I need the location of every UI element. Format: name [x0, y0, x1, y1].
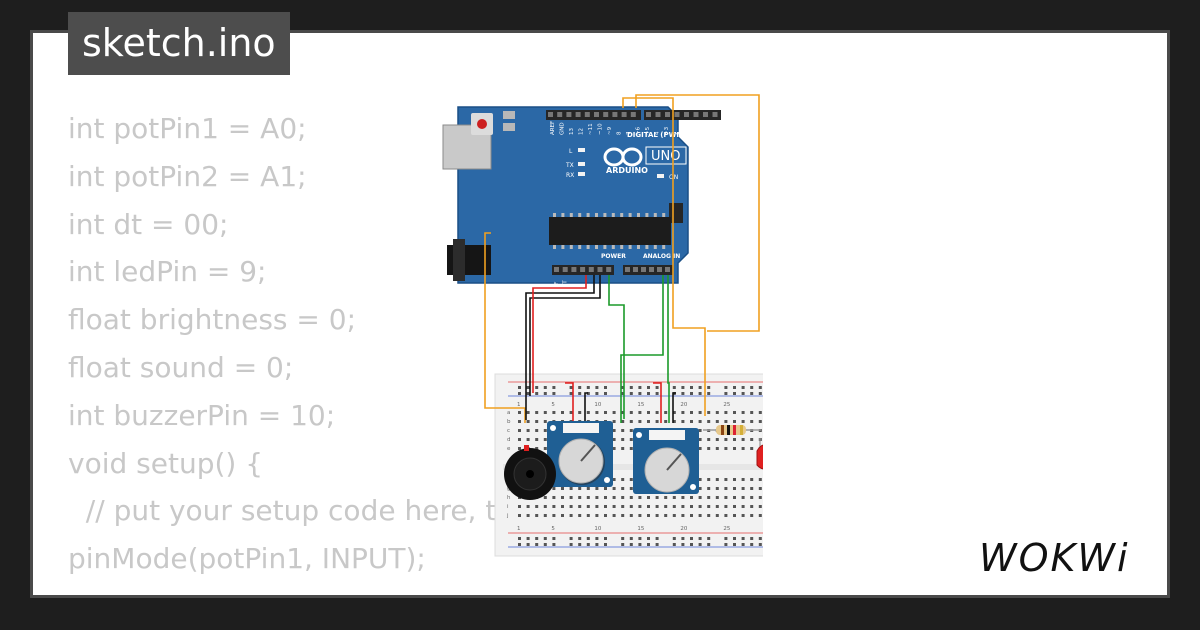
pin-label: A1	[633, 291, 639, 298]
breadboard-row-label: g	[507, 486, 511, 492]
pin-label: GND	[589, 285, 595, 298]
breadboard-column-label: 10	[594, 402, 601, 408]
pin-label: AREF	[550, 121, 556, 135]
digital-pwm-label: DIGITAL (PWM ~)	[627, 131, 695, 139]
breadboard-row-label: c	[507, 428, 510, 434]
red-led	[756, 438, 763, 470]
code-line: int potPin2 = A1;	[68, 159, 307, 193]
board-model-label: UNO	[651, 149, 680, 164]
breadboard-column-label: 20	[680, 526, 687, 532]
breadboard-column-label: 5	[551, 402, 555, 408]
code-line: int dt = 00;	[68, 207, 229, 241]
pin-label: 2	[674, 132, 680, 136]
wokwi-logo: WOKWi	[979, 536, 1130, 580]
wire-pin10-buzzer-b	[484, 232, 526, 423]
breadboard-column-label: 25	[723, 526, 730, 532]
wire-5v	[532, 275, 587, 393]
pin-label: A4	[657, 290, 663, 298]
pin-label: ~10	[598, 123, 604, 135]
led-tx-label: TX	[565, 162, 574, 169]
code-line: float brightness = 0;	[68, 303, 357, 337]
breadboard-column-label: 5	[551, 526, 555, 532]
pin-label: 8	[617, 131, 623, 135]
breadboard-row-label: j	[506, 513, 509, 519]
wire-pin10-buzzer-a	[635, 94, 760, 332]
code-line: void setup() {	[68, 446, 264, 480]
resistor	[703, 425, 761, 435]
file-title-badge: sketch.ino	[68, 12, 290, 75]
potentiometer-2[interactable]	[633, 428, 699, 494]
arduino-infinity-logo	[603, 147, 643, 167]
pin-label: RESET	[563, 280, 569, 298]
power-label: POWER	[601, 253, 626, 260]
analog-header	[623, 265, 673, 275]
atmega-chip	[549, 217, 671, 245]
pin-label: ~9	[607, 126, 613, 135]
led-l-label: L	[569, 148, 573, 155]
wire-a0	[608, 275, 625, 419]
pin-label: ~3	[664, 126, 670, 135]
pin-label: ~11	[588, 123, 594, 135]
breadboard-column-label: 15	[637, 526, 644, 532]
code-line: int ledPin = 9;	[68, 255, 267, 289]
pin-label: A3	[649, 290, 655, 298]
pin-label: IOREF	[554, 282, 560, 298]
breadboard-column-label: 1	[517, 402, 521, 408]
pin-label: 12	[579, 128, 585, 135]
pin-label: 13	[569, 128, 575, 135]
pin-label: TX 1	[683, 123, 689, 136]
arduino-brand-label: ARDUINO	[606, 166, 648, 175]
digital-header-left	[546, 110, 641, 120]
wokwi-logo-text: WOKWi	[979, 536, 1130, 580]
code-line: float sound = 0;	[68, 350, 294, 384]
digital-header-right	[644, 110, 721, 120]
pin-label: 4	[655, 131, 661, 135]
code-line: pinMode(potPin1, INPUT);	[68, 542, 426, 576]
led-l	[578, 148, 585, 152]
led-on	[657, 174, 664, 178]
breadboard-row-label: a	[507, 410, 510, 416]
pin-label: A2	[641, 291, 647, 298]
breadboard-column-label: 10	[594, 526, 601, 532]
wire-a1	[667, 275, 670, 423]
breadboard-column-label: 20	[680, 402, 687, 408]
code-line: int potPin1 = A0;	[68, 112, 307, 145]
breadboard-row-label: b	[507, 419, 511, 425]
pin-label: RX 0	[693, 122, 699, 135]
code-line: pinMode(potPin2, INPUT);	[68, 583, 655, 595]
breadboard-row-label: i	[507, 504, 509, 510]
pin-label: A0	[625, 290, 631, 298]
wires	[484, 94, 760, 423]
pin-label: GND	[560, 122, 566, 135]
pin-label: ~6	[636, 126, 642, 135]
potentiometer-1[interactable]	[547, 421, 613, 487]
breadboard-row-label: e	[507, 446, 511, 452]
breadboard-column-label: 1	[517, 526, 521, 532]
breadboard-row-label: h	[507, 495, 511, 501]
pin-label: 7	[626, 131, 632, 135]
code-line: int buzzerPin = 10;	[68, 398, 336, 432]
pin-label: ~5	[645, 126, 651, 135]
led-rx-label: RX	[566, 172, 574, 179]
pin-label: 5V	[580, 291, 586, 298]
preview-card: int potPin1 = A0; int potPin2 = A1; int dt…	[33, 33, 1167, 595]
breadboard-column-label: 15	[637, 402, 644, 408]
analog-label: ANALOG IN	[643, 253, 680, 260]
piezo-buzzer[interactable]	[504, 445, 556, 500]
breadboard-column-label: 25	[723, 402, 730, 408]
breadboard-row-label: d	[507, 437, 511, 443]
wire-pin9-resistor	[622, 97, 706, 416]
pin-label: 3.3V	[571, 285, 577, 298]
wire-gnd	[525, 275, 595, 420]
